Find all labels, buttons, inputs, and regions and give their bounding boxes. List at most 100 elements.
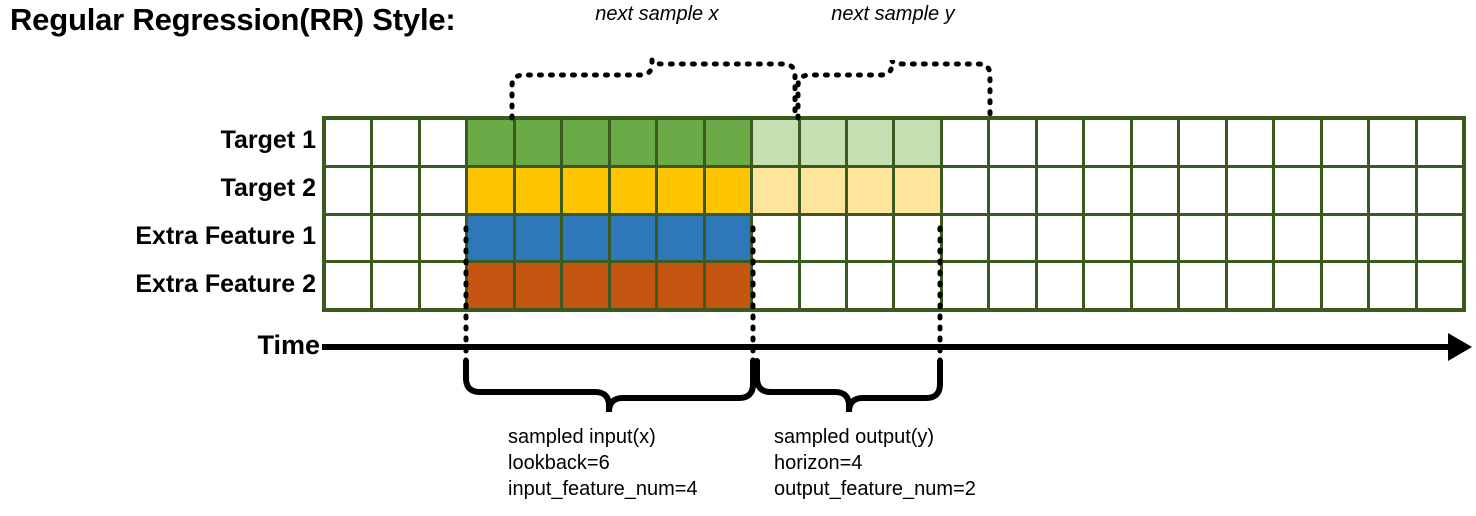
- grid-cell: [658, 120, 703, 165]
- grid-cell: [658, 263, 703, 308]
- grid-cell: [610, 215, 656, 261]
- grid-cell: [705, 167, 751, 213]
- grid-cell: [753, 215, 798, 261]
- grid-cell: [420, 167, 466, 213]
- grid-cell: [942, 263, 988, 308]
- grid-cell: [705, 263, 751, 308]
- grid-cell: [1037, 215, 1083, 261]
- grid-cell: [373, 263, 418, 308]
- grid-cell: [326, 167, 371, 213]
- grid-cell: [420, 215, 466, 261]
- grid-cell: [658, 215, 703, 261]
- row-label-extra-feature-2: Extra Feature 2: [135, 270, 316, 298]
- grid-cell: [468, 215, 513, 261]
- grid-cell: [848, 263, 893, 308]
- grid-cell: [848, 215, 893, 261]
- grid-cell: [895, 263, 940, 308]
- grid-cell: [990, 215, 1035, 261]
- grid-cell: [1085, 215, 1130, 261]
- grid-cell: [1275, 120, 1320, 165]
- grid-cell: [990, 167, 1035, 213]
- grid-cell: [1037, 263, 1083, 308]
- grid-cell: [1322, 167, 1368, 213]
- grid-cell: [800, 167, 846, 213]
- grid-cell: [895, 120, 940, 165]
- grid-cell: [373, 215, 418, 261]
- caption-sampled-input: sampled input(x) lookback=6 input_featur…: [508, 426, 698, 500]
- grid-cell: [1085, 167, 1130, 213]
- grid-cell: [1227, 263, 1273, 308]
- grid-cell: [1275, 215, 1320, 261]
- grid-cell: [563, 215, 608, 261]
- time-axis-arrow: [322, 333, 1472, 361]
- grid-cell: [1322, 215, 1368, 261]
- grid-cell: [420, 120, 466, 165]
- grid-cell: [942, 120, 988, 165]
- grid-cell: [1037, 120, 1083, 165]
- grid-cell: [1132, 263, 1178, 308]
- grid-cell: [1132, 120, 1178, 165]
- row-label-extra-feature-1: Extra Feature 1: [135, 222, 316, 250]
- grid-cell: [1180, 215, 1225, 261]
- grid-cell: [658, 167, 703, 213]
- timeline-grid: [322, 116, 1466, 312]
- grid-cell: [563, 263, 608, 308]
- grid-cell: [1180, 120, 1225, 165]
- grid-cell: [326, 215, 371, 261]
- grid-cell: [373, 120, 418, 165]
- grid-cell: [1180, 263, 1225, 308]
- grid-cell: [373, 167, 418, 213]
- grid-cell: [1370, 167, 1415, 213]
- grid-cell: [1085, 120, 1130, 165]
- grid-cell: [942, 215, 988, 261]
- grid-cell: [1180, 167, 1225, 213]
- grid-cell: [515, 120, 561, 165]
- grid-cell: [1370, 215, 1415, 261]
- grid-cell: [800, 120, 846, 165]
- grid-cell: [1322, 120, 1368, 165]
- grid-cell: [990, 263, 1035, 308]
- time-axis-label: Time: [257, 330, 320, 360]
- grid-cell: [563, 167, 608, 213]
- grid-cell: [800, 263, 846, 308]
- grid-cell: [848, 120, 893, 165]
- grid-cell: [1132, 215, 1178, 261]
- grid-cell: [563, 120, 608, 165]
- grid-cell: [895, 215, 940, 261]
- grid-cell: [1275, 263, 1320, 308]
- grid-cell: [1037, 167, 1083, 213]
- annotation-next-sample-y: next sample y: [831, 3, 955, 25]
- grid-cell: [610, 263, 656, 308]
- grid-cell: [1132, 167, 1178, 213]
- caption-sampled-output: sampled output(y) horizon=4 output_featu…: [774, 426, 976, 500]
- grid-cell: [990, 120, 1035, 165]
- grid-cell: [753, 263, 798, 308]
- grid-cell: [610, 120, 656, 165]
- grid-cell: [1322, 263, 1368, 308]
- grid-cell: [610, 167, 656, 213]
- grid-cell: [753, 120, 798, 165]
- page-title: Regular Regression(RR) Style:: [10, 2, 456, 37]
- grid-cell: [1417, 120, 1462, 165]
- grid-cell: [1227, 120, 1273, 165]
- grid-cell: [1227, 215, 1273, 261]
- row-label-target-1: Target 1: [220, 126, 316, 154]
- grid-cell: [800, 215, 846, 261]
- grid-cell: [326, 120, 371, 165]
- grid-cell: [468, 120, 513, 165]
- grid-cell: [515, 167, 561, 213]
- grid-cell: [1275, 167, 1320, 213]
- grid-cell: [468, 167, 513, 213]
- grid-cell: [705, 120, 751, 165]
- row-label-target-2: Target 2: [220, 174, 316, 202]
- grid-cell: [515, 263, 561, 308]
- grid-cell: [753, 167, 798, 213]
- grid-cell: [515, 215, 561, 261]
- grid-cell: [1417, 215, 1462, 261]
- grid-cell: [848, 167, 893, 213]
- grid-cell: [1417, 167, 1462, 213]
- grid-cell: [1227, 167, 1273, 213]
- grid-cell: [1085, 263, 1130, 308]
- grid-cell: [420, 263, 466, 308]
